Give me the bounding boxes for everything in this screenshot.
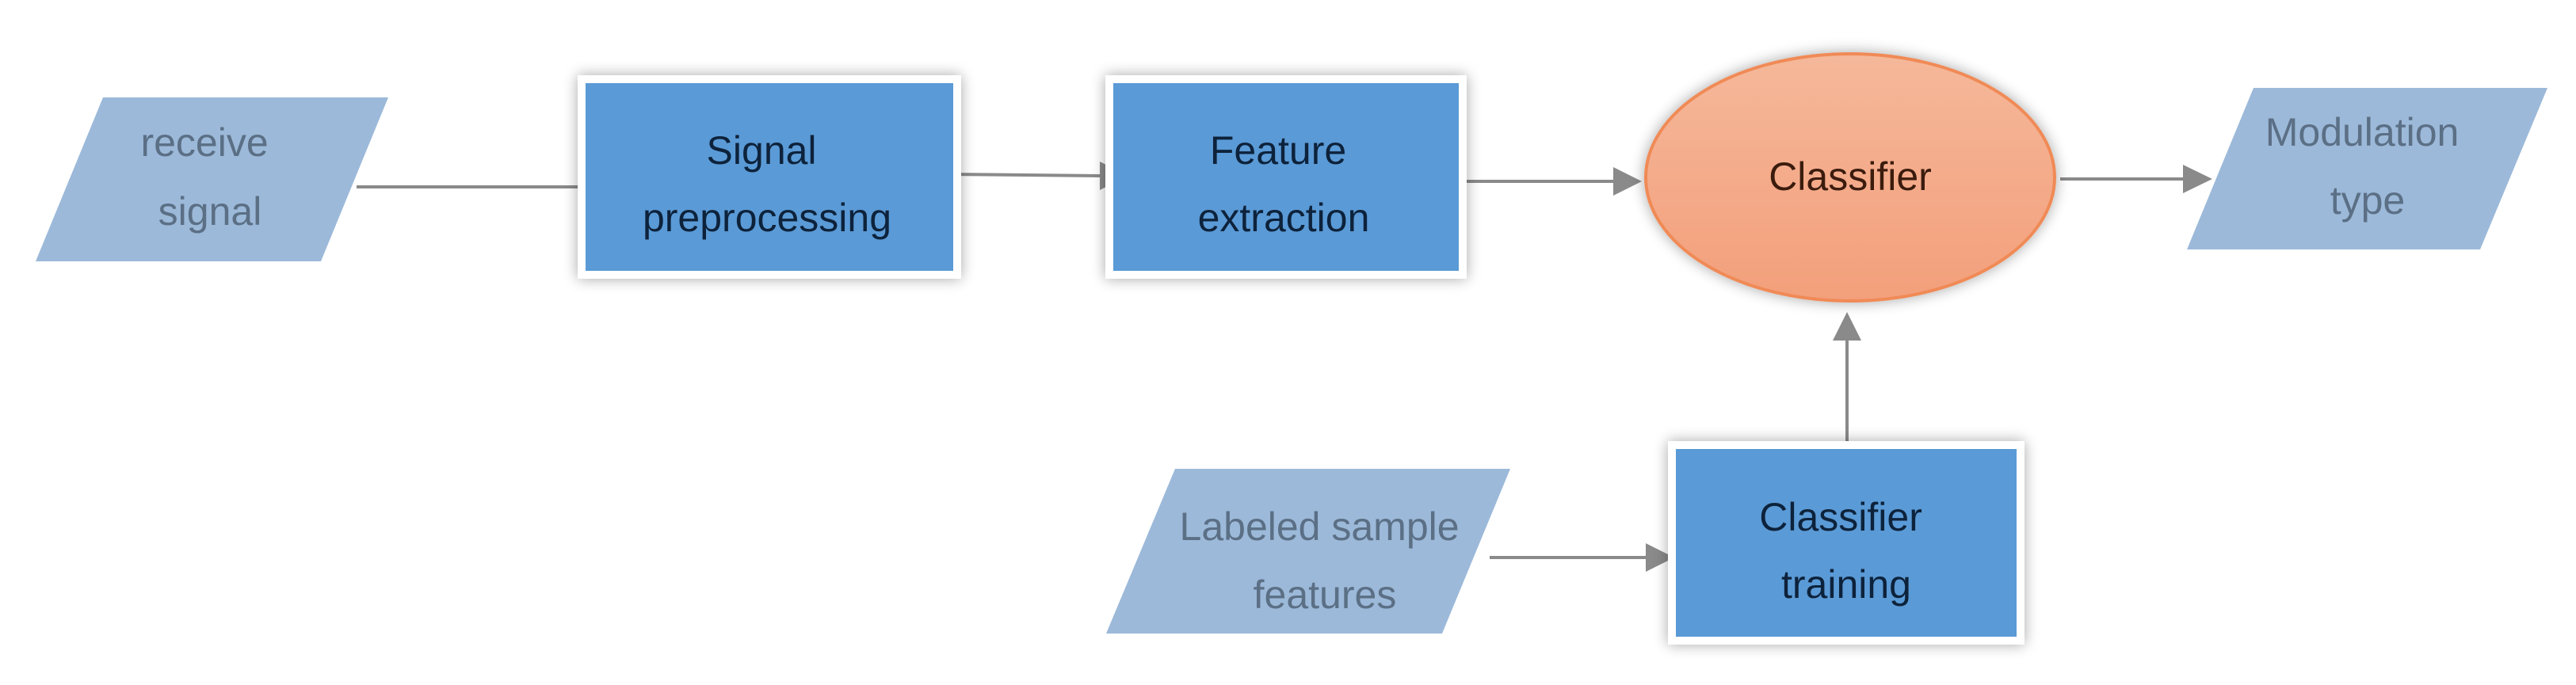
classifier-ellipse <box>1644 52 2056 303</box>
arrowhead-icon <box>1613 167 1642 196</box>
node-label-line: features <box>1254 573 1397 617</box>
process-box <box>578 75 961 279</box>
io-shape <box>1106 469 1510 634</box>
node-label-line: Modulation <box>2265 110 2460 154</box>
node-label-line: type <box>2330 178 2406 223</box>
arrowhead-icon <box>1646 543 1674 572</box>
node-modulation-type: Modulation type <box>2187 88 2547 249</box>
node-signal-preprocessing: Signal preprocessing <box>578 75 961 279</box>
arrow-preprocessing-to-feature <box>947 173 1101 177</box>
node-label-line: extraction <box>1198 196 1370 240</box>
node-classifier-training: Classifier training <box>1668 441 2025 645</box>
node-classifier: Classifier <box>1644 52 2056 303</box>
node-label-line: training <box>1781 562 1911 607</box>
node-label-line: Signal <box>707 128 817 173</box>
node-label-line: Feature <box>1210 128 1346 173</box>
svg-text:Classifier training: Classifier training <box>1759 495 1933 607</box>
node-label-line: Classifier <box>1759 495 1922 539</box>
svg-text:Labeled sample features: Labeled sample features <box>1180 504 1471 617</box>
arrowhead-icon <box>1833 312 1861 341</box>
node-label-line: receive <box>140 120 268 165</box>
svg-text:receive signal: receive signal <box>140 120 279 234</box>
arrowhead-icon <box>2183 165 2212 193</box>
node-label-line: Classifier <box>1769 154 1932 199</box>
node-label-line: signal <box>158 189 262 234</box>
io-shape <box>36 97 388 261</box>
svg-text:Classifier: Classifier <box>1769 154 1932 199</box>
process-box <box>1105 75 1467 279</box>
io-shape <box>2187 88 2547 249</box>
process-box <box>1668 441 2025 645</box>
node-receive-signal: receive signal <box>36 97 388 261</box>
node-label-line: Labeled sample <box>1180 504 1460 549</box>
svg-text:Modulation type: Modulation type <box>2265 110 2471 223</box>
node-labeled-sample-features: Labeled sample features <box>1106 469 1510 634</box>
node-label-line: preprocessing <box>643 196 891 240</box>
svg-text:Feature extraction: Feature extraction <box>1198 128 1370 240</box>
node-feature-extraction: Feature extraction <box>1105 75 1467 279</box>
svg-text:Signal preprocessing: Signal preprocessing <box>643 128 891 240</box>
